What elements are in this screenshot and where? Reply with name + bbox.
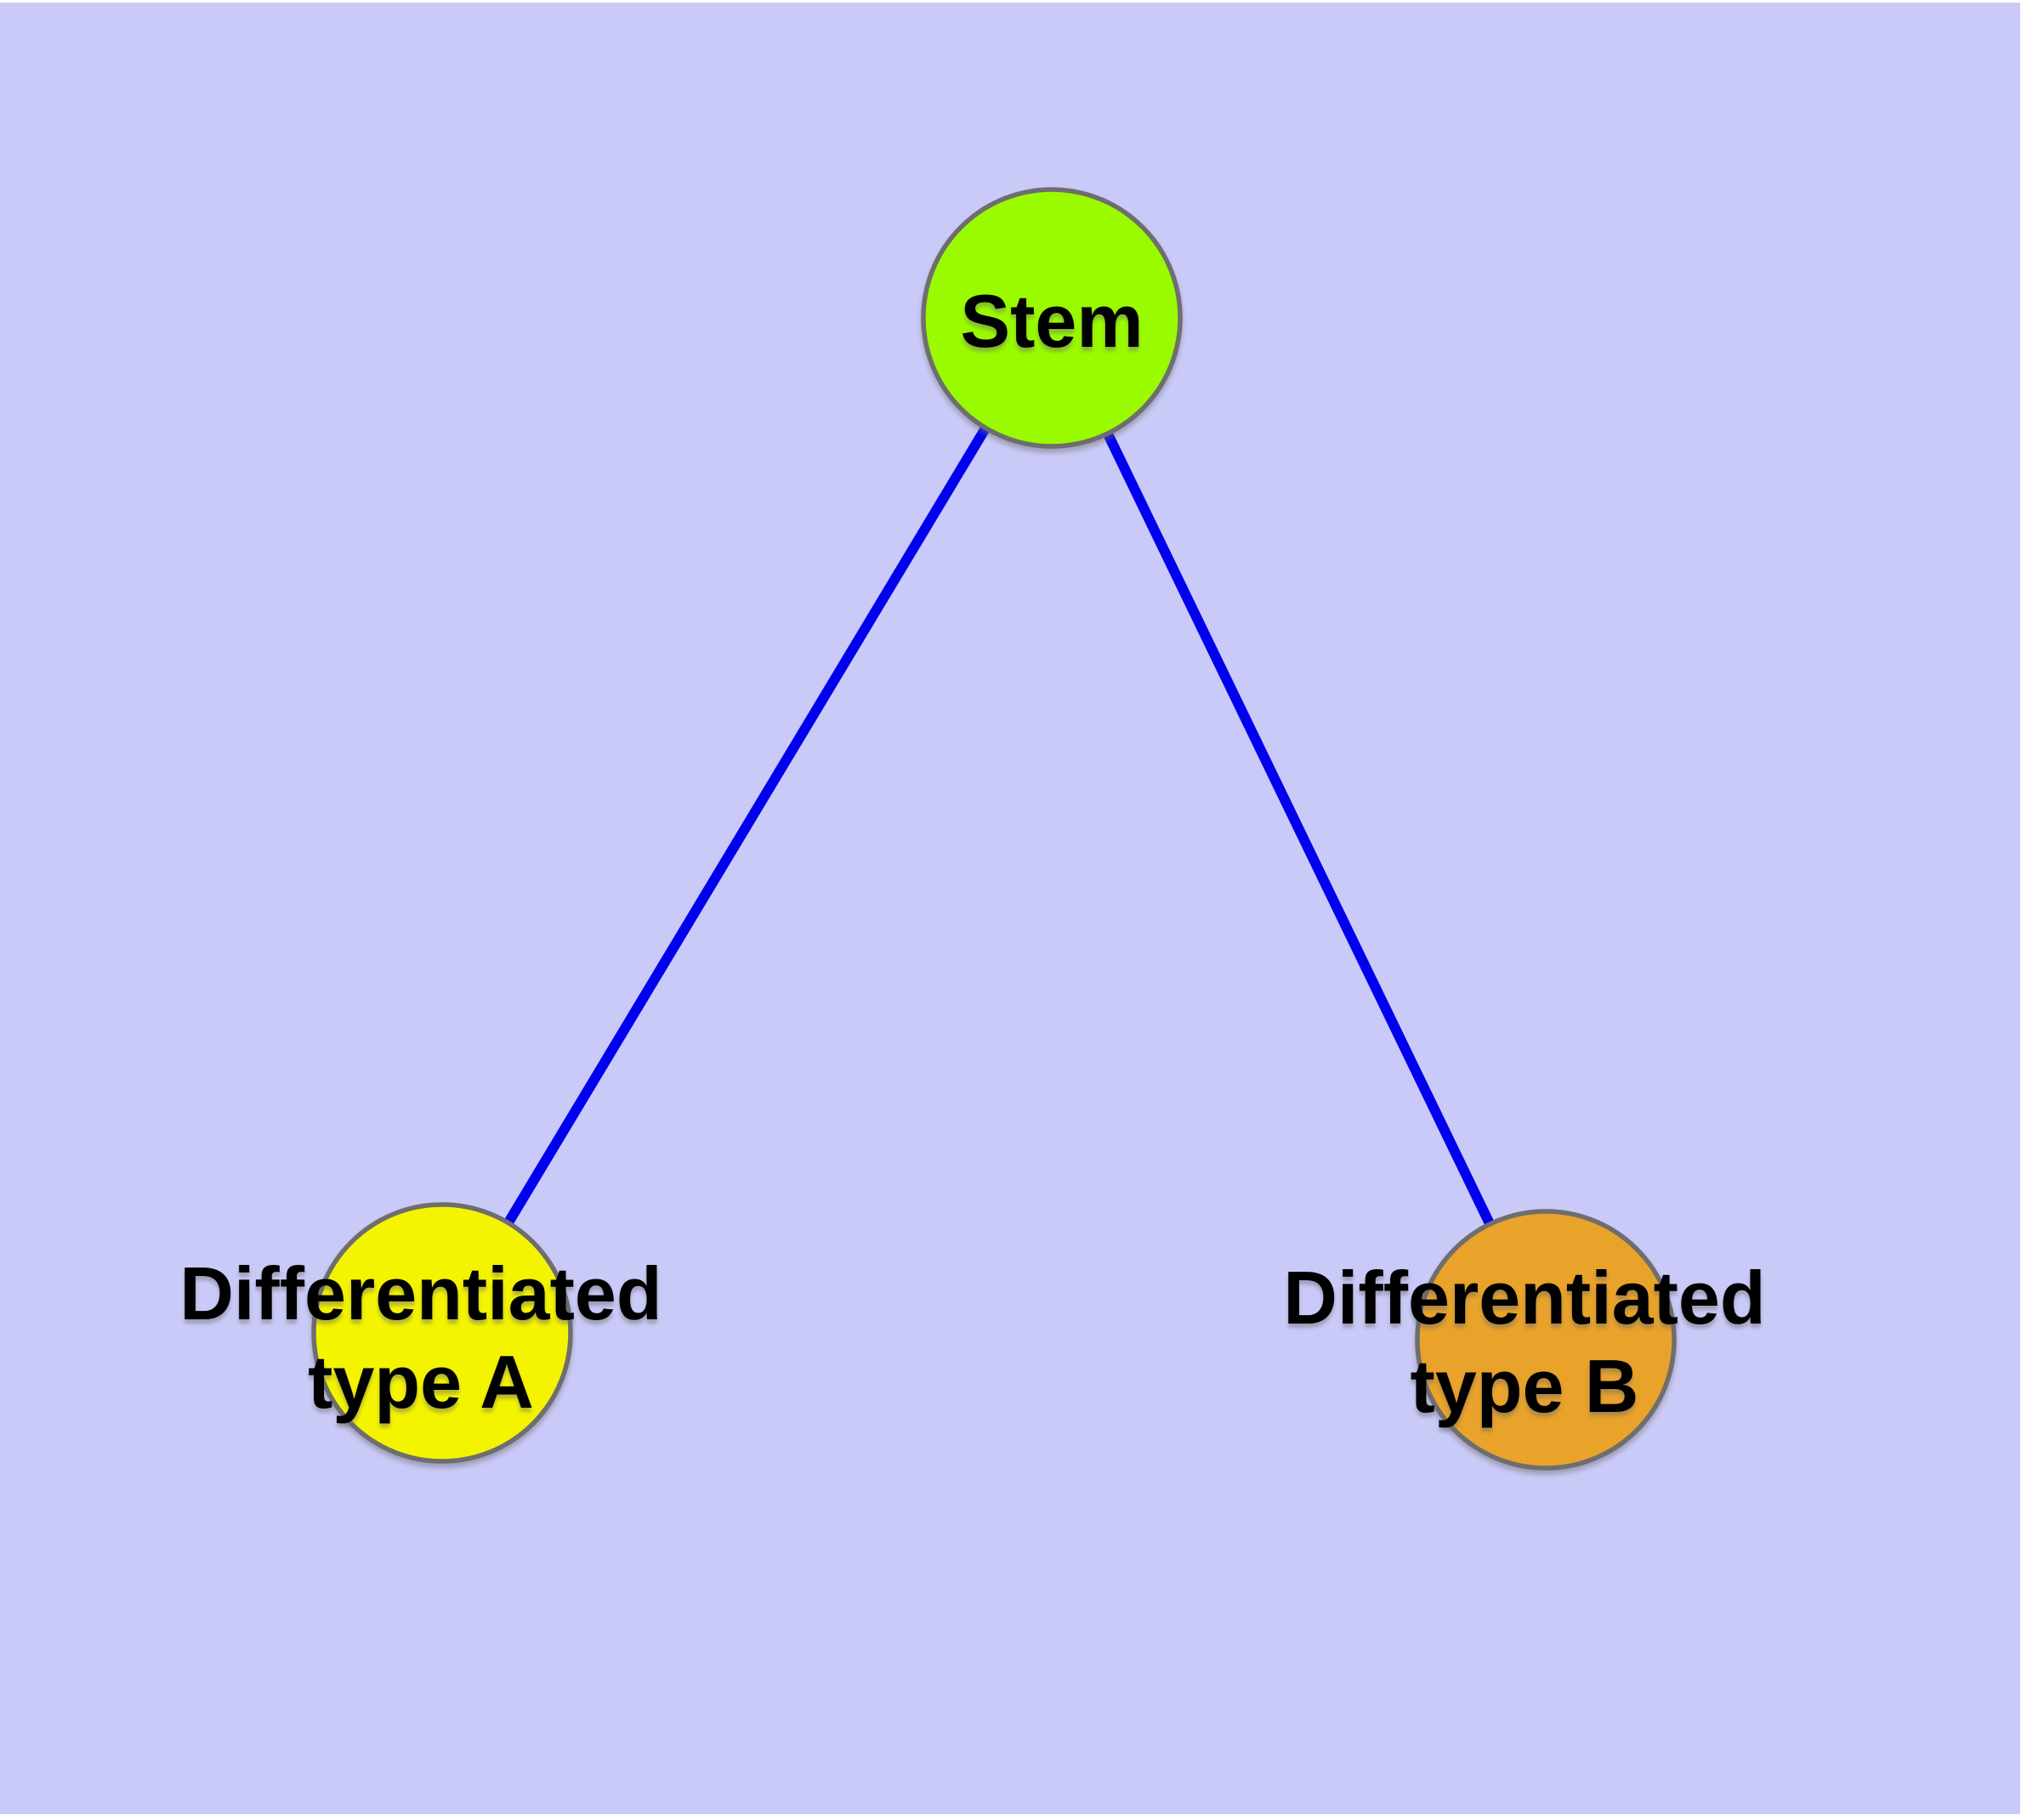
node-differentiated-type-a-circle bbox=[311, 1202, 573, 1464]
edge-stem-to-type-b bbox=[1047, 315, 1551, 1342]
edge-stem-to-type-a bbox=[437, 315, 1057, 1336]
diagram-canvas: Stem Differentiated type A Differentiate… bbox=[0, 3, 2020, 1814]
node-differentiated-type-b-circle bbox=[1415, 1209, 1677, 1471]
node-stem-circle bbox=[921, 187, 1183, 449]
graph-svg bbox=[311, 187, 1677, 1471]
